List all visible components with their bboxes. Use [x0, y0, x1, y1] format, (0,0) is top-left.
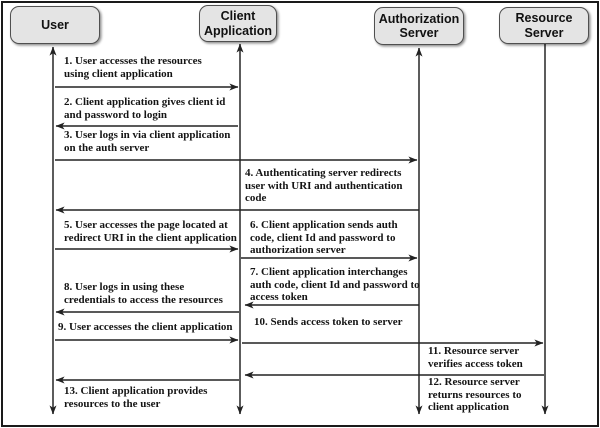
actor-resource-server: Resource Server	[499, 7, 589, 44]
message-8-label: 8. User logs in using these credentials …	[64, 281, 223, 306]
message-4-label: 4. Authenticating server redirects user …	[245, 167, 403, 205]
message-2-label: 2. Client application gives client id an…	[64, 96, 226, 121]
message-13-label: 13. Client application provides resource…	[64, 385, 208, 410]
actor-user: User	[10, 6, 100, 44]
message-12-label: 12. Resource server returns resources to…	[428, 376, 522, 414]
message-3-label: 3. User logs in via client application o…	[64, 129, 231, 154]
message-11-label: 11. Resource server verifies access toke…	[428, 345, 523, 370]
message-6-label: 6. Client application sends auth code, c…	[250, 219, 398, 257]
message-5-label: 5. User accesses the page located at red…	[64, 219, 237, 244]
actor-client-application: Client Application	[199, 5, 277, 42]
message-1-label: 1. User accesses the resources using cli…	[64, 55, 202, 80]
message-7-label: 7. Client application interchanges auth …	[250, 266, 420, 304]
actor-authorization-server: Authorization Server	[374, 7, 464, 45]
message-10-label: 10. Sends access token to server	[254, 316, 403, 328]
message-9-label: 9. User accesses the client application	[58, 321, 233, 333]
